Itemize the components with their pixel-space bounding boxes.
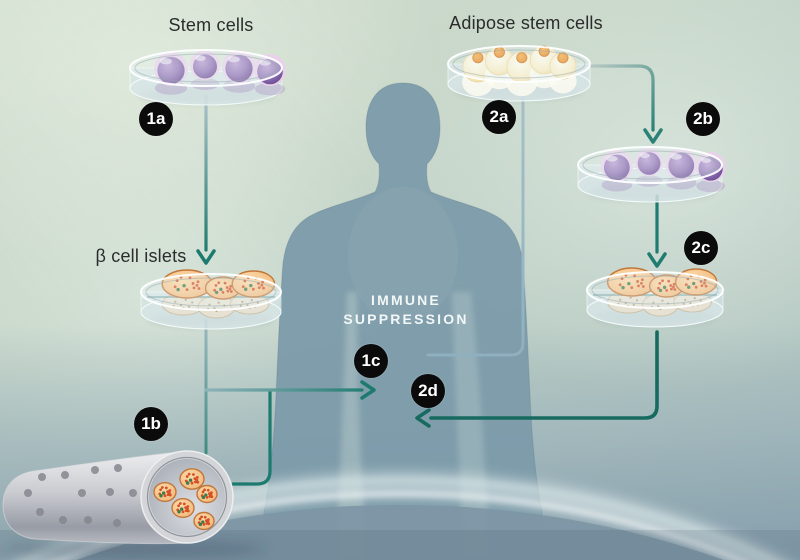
petri-dish-reprogrammed-cells [577,146,726,203]
path-adipose-to-reprogram-2b [588,64,663,144]
device-pore [61,471,69,479]
device-pore [38,473,46,481]
step-badge-2c: 2c [684,231,718,265]
petri-dish-beta-islets [140,269,282,330]
stem-cells-label: Stem cells [168,15,254,35]
path-stem-to-islets-1a [196,94,216,265]
step-badge-1c: 1c [354,344,388,378]
path-stem-to-islets-1a-arrowhead [196,249,216,265]
petri-dish-adipose-stem-cells-cells [462,45,577,97]
adipose-stem-cells-label: Adipose stem cells [449,13,603,33]
step-badge-2d: 2d [411,374,445,408]
device-pore [59,516,67,524]
device-pore [113,519,121,527]
path-adipose-to-body-2a [426,94,525,357]
step-badge-2a: 2a [482,100,516,134]
petri-dish-adipose-stem-cells [447,45,591,102]
path-reprogram-to-islets-2c-arrowhead [647,252,667,268]
path-device-to-infusion [231,389,272,486]
device-pore [129,489,137,497]
petri-dish-beta-islets-derived [586,267,724,328]
connector-layer [196,64,667,486]
step-badge-1b: 1b [134,407,168,441]
device-pore [106,488,114,496]
device-pore [24,489,32,497]
immune-suppression-line2: SUPPRESSION [343,311,469,327]
immune-suppression-label: IMMUNE SUPPRESSION [343,291,468,329]
device-pore [91,466,99,474]
step-badge-1a: 1a [139,102,173,136]
beta-cell-islets-label: β cell islets [95,246,187,266]
arrow-islets-to-body-2d [415,330,659,428]
encapsulation-device [2,450,265,558]
petri-dish-reprogrammed-cells-cells [600,147,726,193]
path-adipose-to-reprogram-2b-arrowhead [643,128,663,144]
petri-dish-stem-cells [129,49,286,106]
path-reprogram-to-islets-2c [647,194,667,268]
device-pore [36,508,44,516]
device-pore [114,464,122,472]
device-layer [2,450,265,558]
immune-suppression-line1: IMMUNE [371,292,441,308]
arrow-islets-to-body-2d-arrowhead [415,408,431,428]
arrow-infusion-1c-arrowhead [360,380,376,400]
step-badge-2b: 2b [686,102,720,136]
device-pore [78,489,86,497]
device-pore [84,516,92,524]
dish-layer [129,45,726,330]
arrow-infusion-1c [204,380,376,400]
bottom-glow-arcs [0,472,800,560]
petri-dish-stem-cells-cells [154,50,286,96]
